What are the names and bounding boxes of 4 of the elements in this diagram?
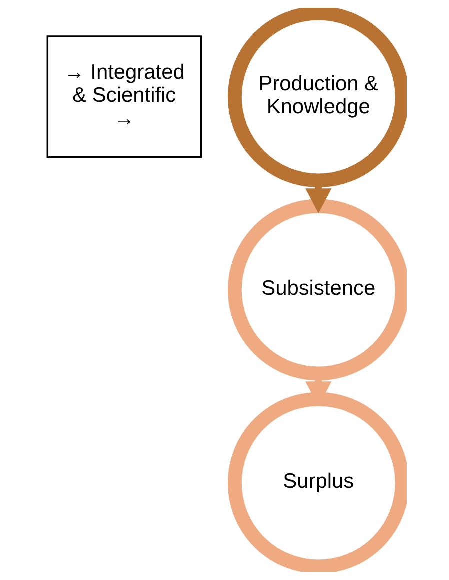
node-circle: Surplus bbox=[227, 392, 406, 572]
node-circle: Subsistence bbox=[227, 199, 406, 381]
node-box: → Integrated & Scientific → bbox=[46, 36, 202, 158]
node-circle: Production & Knowledge bbox=[227, 8, 406, 188]
